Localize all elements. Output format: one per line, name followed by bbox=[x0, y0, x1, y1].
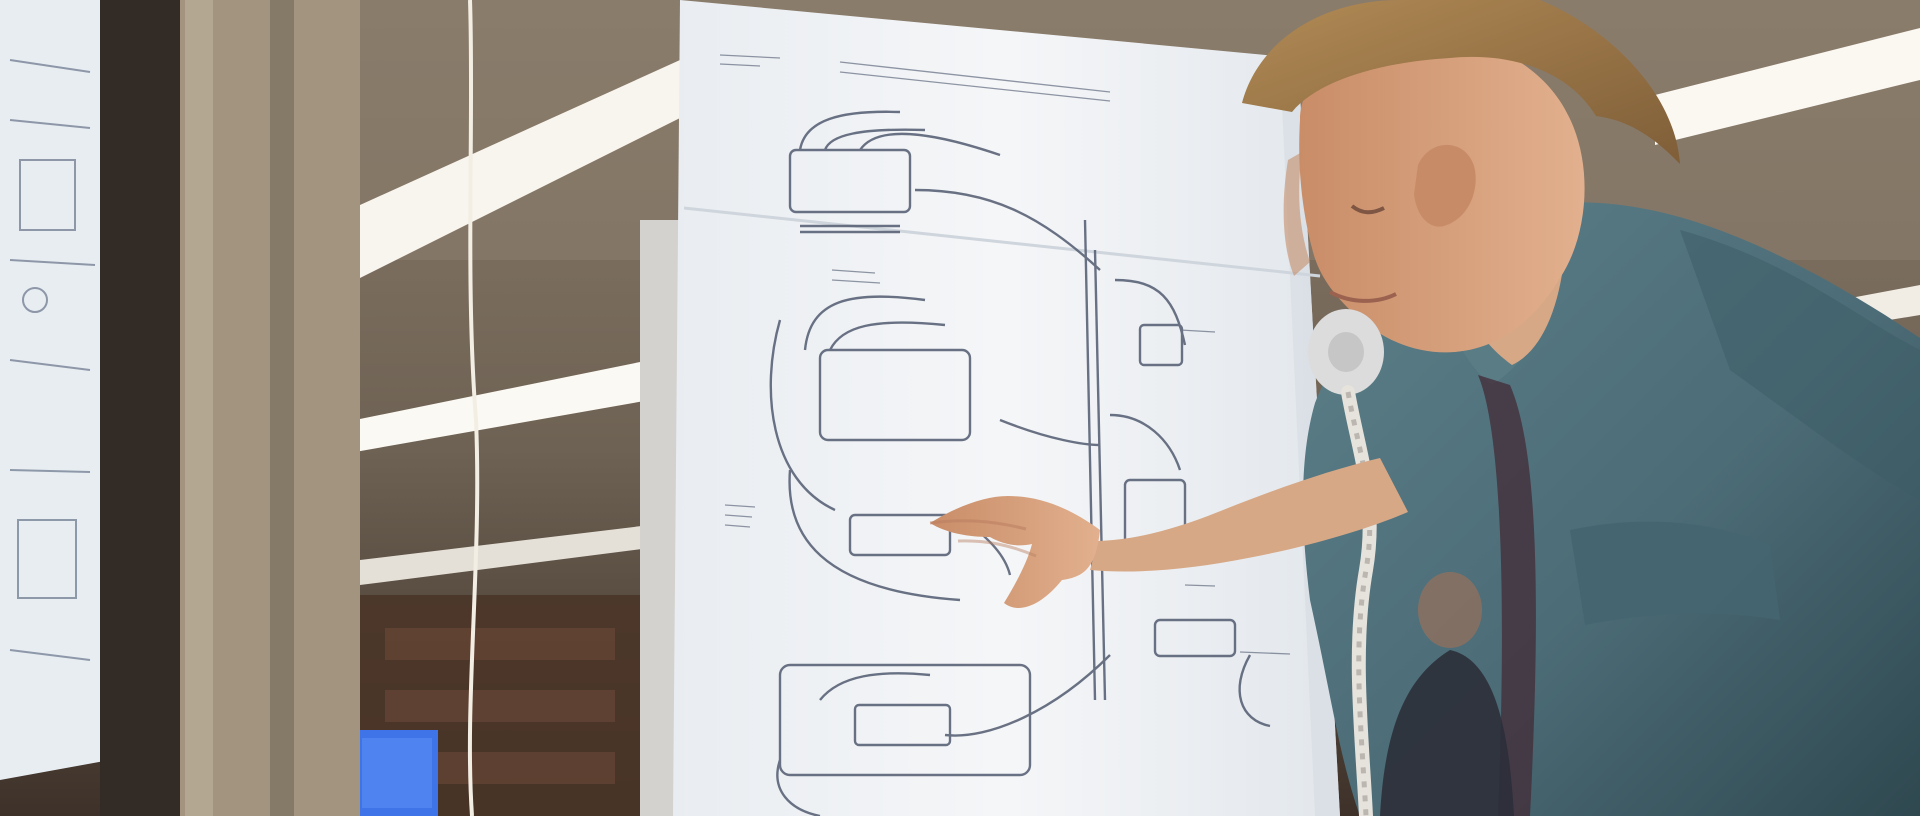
shirt-shadow bbox=[1680, 230, 1920, 500]
left-window-frame bbox=[100, 0, 180, 816]
man-ear bbox=[1414, 144, 1476, 227]
ceiling-light-right bbox=[1655, 28, 1920, 145]
schematic-block-bottom bbox=[778, 663, 1032, 777]
schematic-block-top bbox=[788, 148, 912, 214]
hanging-string bbox=[467, 0, 480, 816]
blueprint-fold-line bbox=[683, 206, 1321, 278]
schematic-block-center bbox=[818, 348, 972, 442]
man-mouth bbox=[1329, 290, 1397, 303]
man-forearm bbox=[1090, 458, 1408, 572]
blueprint-text-marks bbox=[719, 54, 1291, 655]
man-hand bbox=[930, 496, 1100, 608]
monitor-screen-glow bbox=[362, 738, 432, 808]
ceiling-light-1 bbox=[360, 60, 680, 278]
pillar-highlight bbox=[185, 0, 213, 816]
ceiling-light-3 bbox=[360, 525, 650, 585]
ceiling-light-2 bbox=[355, 360, 650, 452]
shelf-row-1 bbox=[385, 628, 615, 660]
phone-mouthpiece bbox=[1328, 332, 1364, 372]
index-finger-crease bbox=[929, 519, 1027, 531]
man-hair bbox=[1242, 0, 1680, 164]
schematic-connector-lower bbox=[848, 513, 952, 557]
left-paper bbox=[0, 0, 110, 780]
blueprint-sheet bbox=[673, 0, 1340, 816]
man-eye bbox=[1350, 204, 1385, 215]
shelf-row-2 bbox=[385, 690, 615, 722]
blueprint-schematic bbox=[769, 110, 1271, 816]
man-nose bbox=[1283, 152, 1310, 276]
phone-cord-coils bbox=[1345, 391, 1373, 816]
left-paper-schematic bbox=[9, 59, 96, 661]
pillar-shadow bbox=[270, 0, 294, 816]
background-person-head bbox=[1418, 572, 1482, 648]
background-person-body bbox=[1380, 650, 1514, 816]
middle-finger-crease bbox=[957, 539, 1037, 558]
tie bbox=[1478, 375, 1536, 816]
shirt-pocket bbox=[1570, 521, 1780, 625]
